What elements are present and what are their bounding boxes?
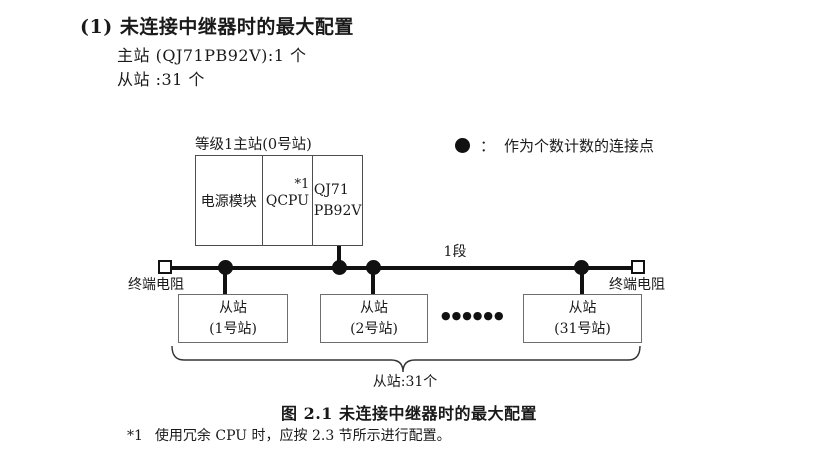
slave-count-line: 从站 :31 个 [117, 70, 205, 89]
cpu-footnote-marker: *1 [294, 177, 310, 192]
master-count-line: 主站 (QJ71PB92V):1 个 [117, 46, 307, 65]
power-module-label: 电源模块 [200, 193, 257, 210]
master-station-box: 电源模块 *1 QCPU QJ71 PB92V [195, 155, 363, 246]
master-drop-line [337, 246, 341, 268]
figure-caption: 图 2.1 未连接中继器时的最大配置 [281, 404, 537, 423]
slaves-brace [171, 345, 641, 373]
cpu-label: QCPU [265, 192, 310, 209]
slave-ellipsis: ●●●●●● [441, 309, 505, 322]
terminating-resistor-right-label: 终端电阻 [609, 277, 665, 293]
cpu-cell: *1 QCPU [263, 156, 314, 245]
connection-dot [366, 260, 381, 275]
terminating-resistor-right [631, 260, 645, 274]
connection-point-icon [455, 138, 470, 153]
power-module-cell: 电源模块 [196, 156, 263, 245]
segment-label: 1段 [443, 244, 467, 260]
pb92v-cell: QJ71 PB92V [313, 156, 362, 245]
footnote-marker: *1 [127, 428, 143, 444]
terminating-resistor-left-label: 终端电阻 [128, 277, 184, 293]
slave-station-1-box: 从站 (1号站) [178, 294, 288, 343]
bus-line [171, 266, 632, 270]
connection-dot [574, 260, 589, 275]
terminating-resistor-left [158, 260, 172, 274]
slave31-drop-line [580, 268, 584, 294]
legend: ： 作为个数计数的连接点 [455, 135, 654, 156]
slaves-total-label: 从站:31个 [372, 374, 438, 390]
connection-dot [218, 260, 233, 275]
slave1-drop-line [223, 268, 227, 294]
legend-text: 作为个数计数的连接点 [504, 137, 655, 155]
slave-station-2-box: 从站 (2号站) [320, 294, 428, 343]
footnote-text: 使用冗余 CPU 时，应按 2.3 节所示进行配置。 [154, 428, 451, 444]
section-heading: (1) 未连接中继器时的最大配置 [80, 16, 354, 38]
pb92v-label: QJ71 PB92V [313, 182, 362, 219]
master-station-label: 等级1主站(0号站) [195, 137, 312, 153]
slave-station-31-box: 从站 (31号站) [523, 294, 642, 343]
connection-dot [332, 260, 347, 275]
slave2-drop-line [371, 268, 375, 294]
legend-separator: ： [480, 137, 496, 155]
footnote: *1 使用冗余 CPU 时，应按 2.3 节所示进行配置。 [127, 425, 451, 445]
